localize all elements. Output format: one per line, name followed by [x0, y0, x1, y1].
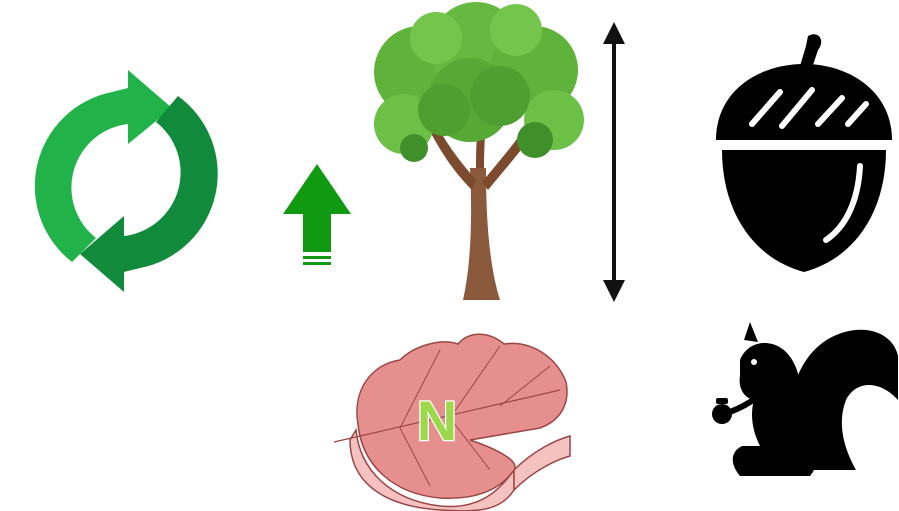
recycle-arrows-icon: [34, 70, 218, 292]
up-arrow-icon: [283, 164, 351, 265]
tree-icon: [374, 2, 584, 300]
acorn-icon: [716, 34, 892, 272]
double-arrow-icon: [603, 22, 625, 302]
leaf-icon: N: [333, 333, 571, 511]
squirrel-icon: [712, 322, 898, 476]
leaf-letter: N: [417, 389, 457, 452]
